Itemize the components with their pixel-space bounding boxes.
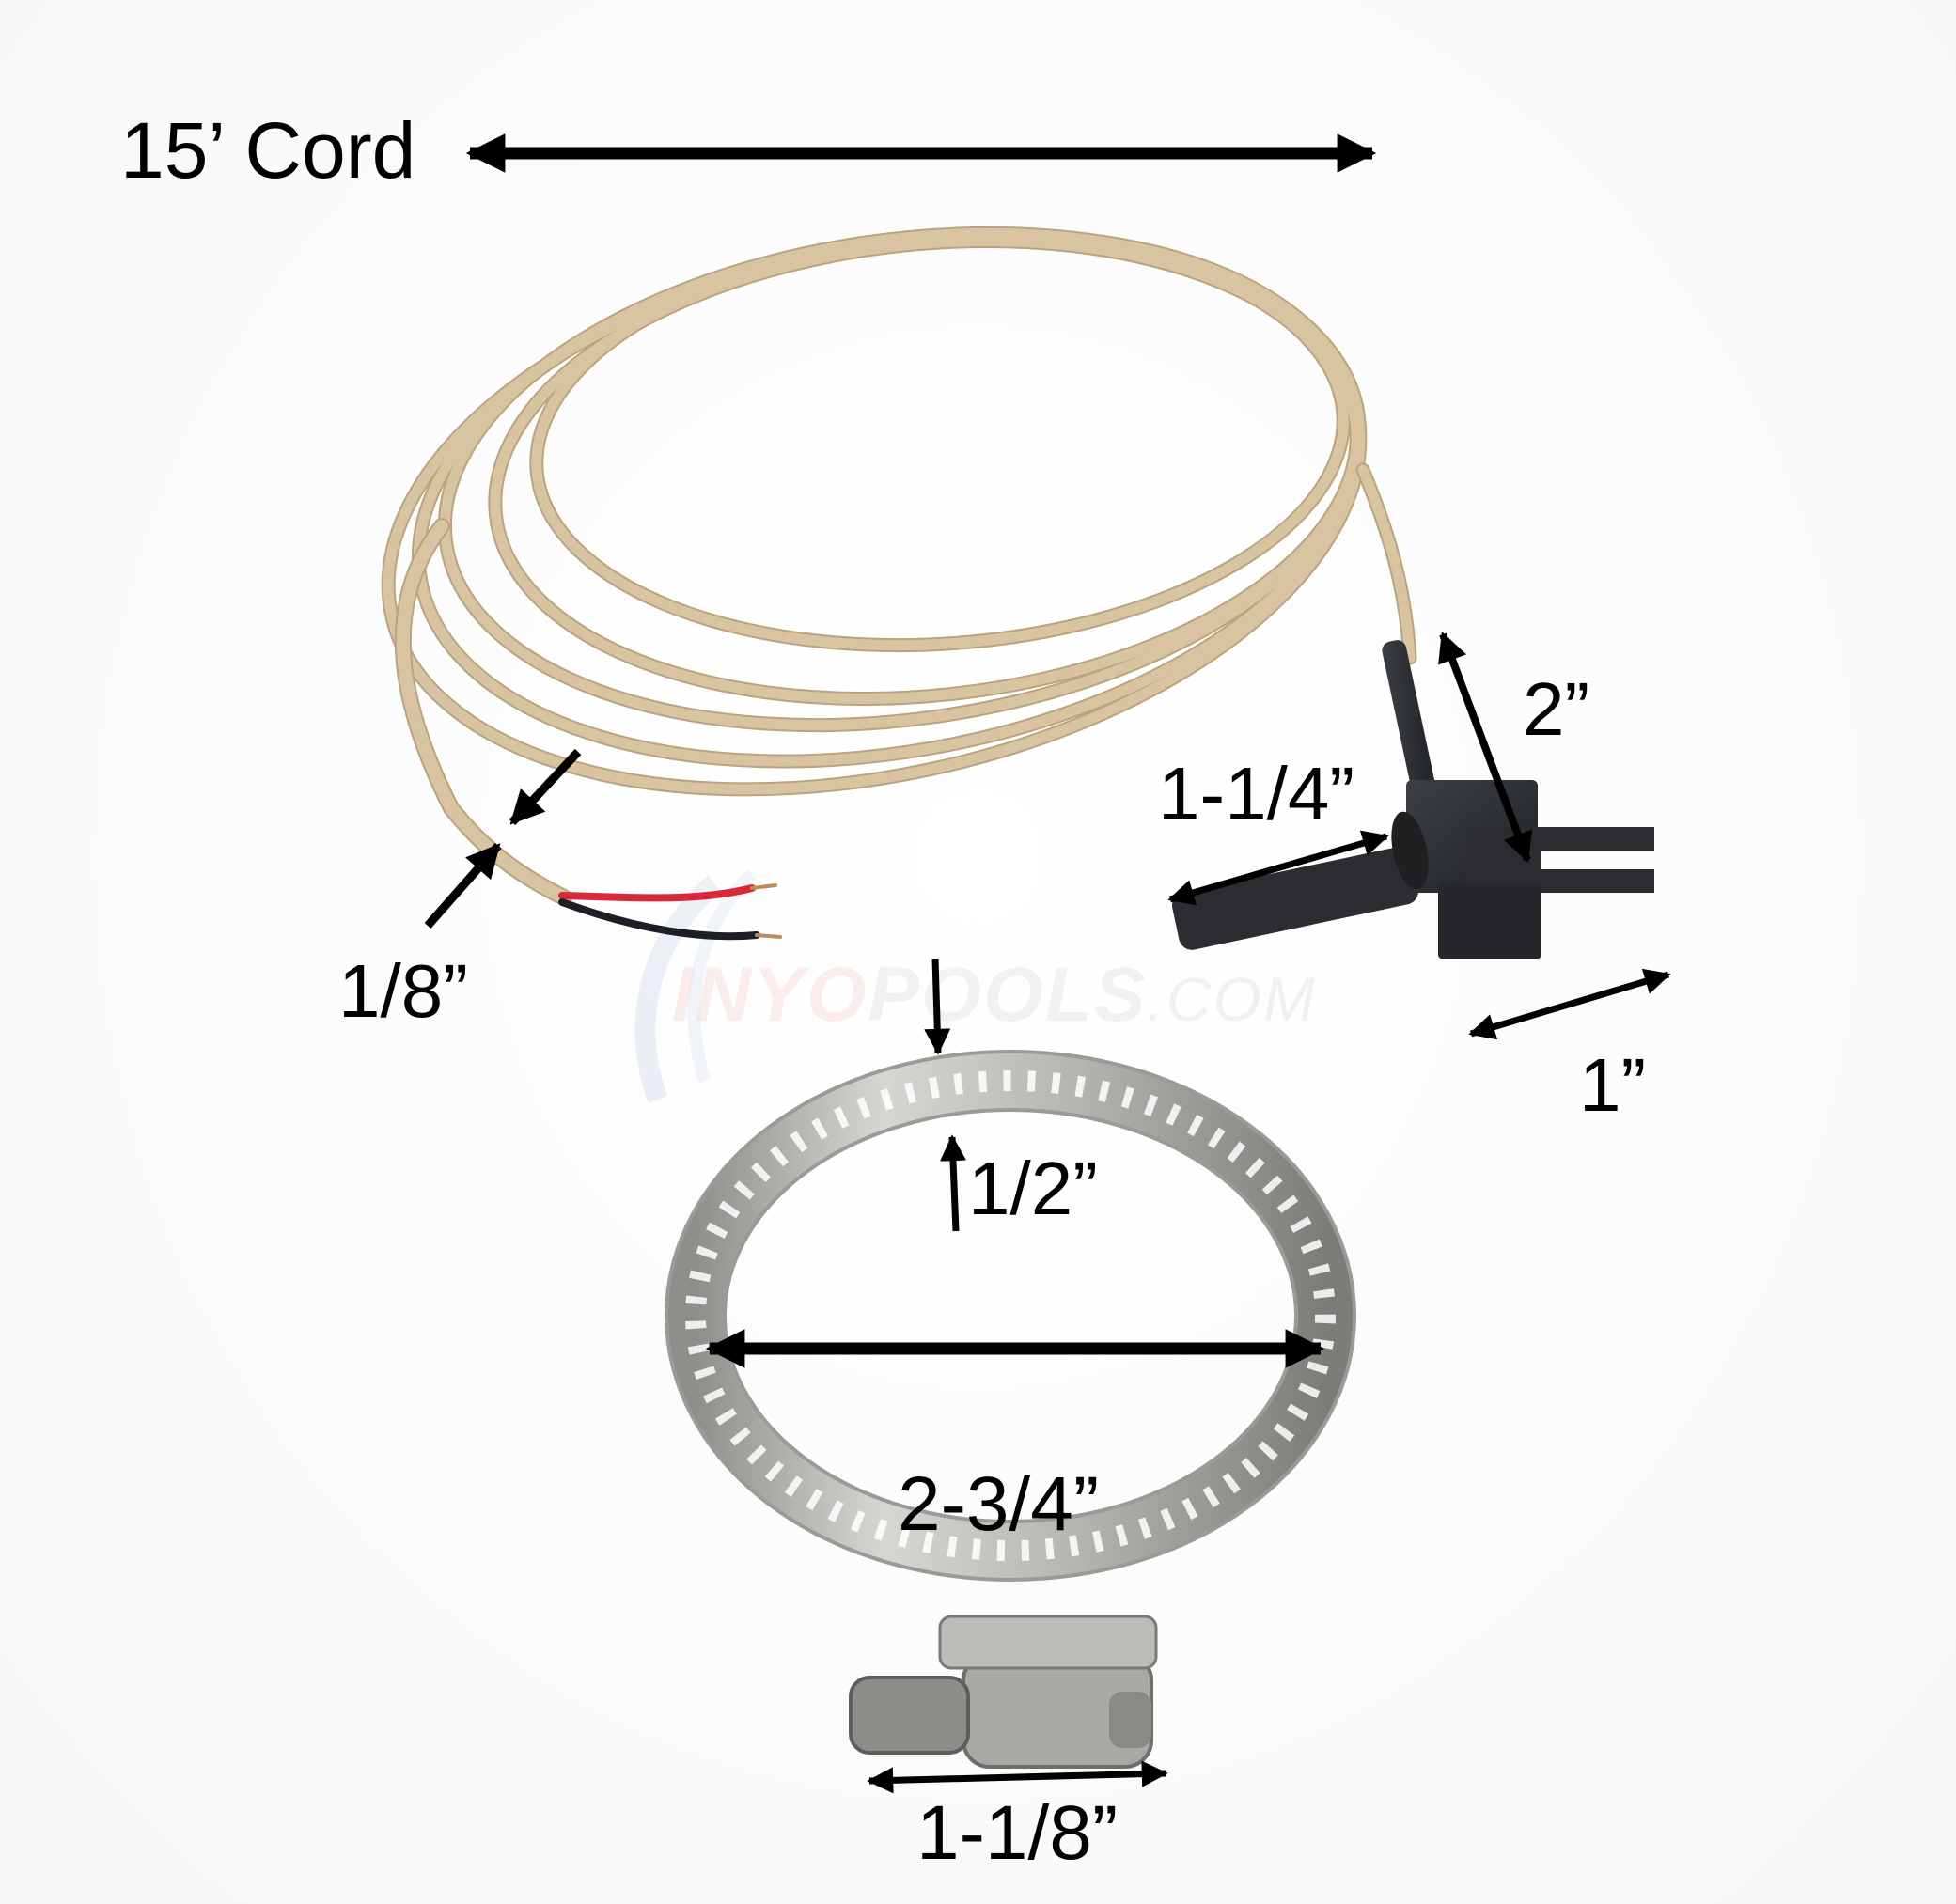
watermark-part1: INYO xyxy=(672,952,868,1038)
label-screw-housing-length: 1-1/8” xyxy=(916,1790,1119,1876)
hose-clamp xyxy=(665,1050,1356,1769)
label-bracket-width: 1” xyxy=(1579,1043,1647,1127)
sensor-height-arrow xyxy=(1438,632,1532,863)
screw-housing xyxy=(849,1615,1158,1769)
screw-housing-arrow xyxy=(867,1760,1168,1794)
cord-coil xyxy=(381,226,1417,906)
wire-diameter-arrow-bottom xyxy=(424,843,502,929)
label-band-width: 1/2” xyxy=(968,1147,1098,1230)
band-width-arrow-top xyxy=(924,958,951,1055)
label-wire-diameter: 1/8” xyxy=(338,949,468,1033)
band-width-arrow-bottom xyxy=(940,1134,966,1232)
watermark-part2: POOLS xyxy=(868,952,1148,1038)
label-sensor-height: 2” xyxy=(1523,667,1590,751)
probe-length-arrow xyxy=(1167,830,1389,906)
label-clamp-diameter: 2-3/4” xyxy=(898,1461,1100,1547)
dimension-arrows xyxy=(424,133,1671,1794)
watermark-part3: .COM xyxy=(1147,964,1317,1034)
watermark-swoosh-icon xyxy=(634,869,757,1103)
label-probe-length: 1-1/4” xyxy=(1158,752,1354,835)
label-cord-length: 15’ Cord xyxy=(120,106,416,195)
bare-wire-ends xyxy=(558,883,782,941)
watermark: INYOPOOLS.COM xyxy=(672,957,1317,1034)
bracket-width-arrow xyxy=(1468,968,1671,1040)
wire-diameter-arrow-top xyxy=(509,748,582,826)
